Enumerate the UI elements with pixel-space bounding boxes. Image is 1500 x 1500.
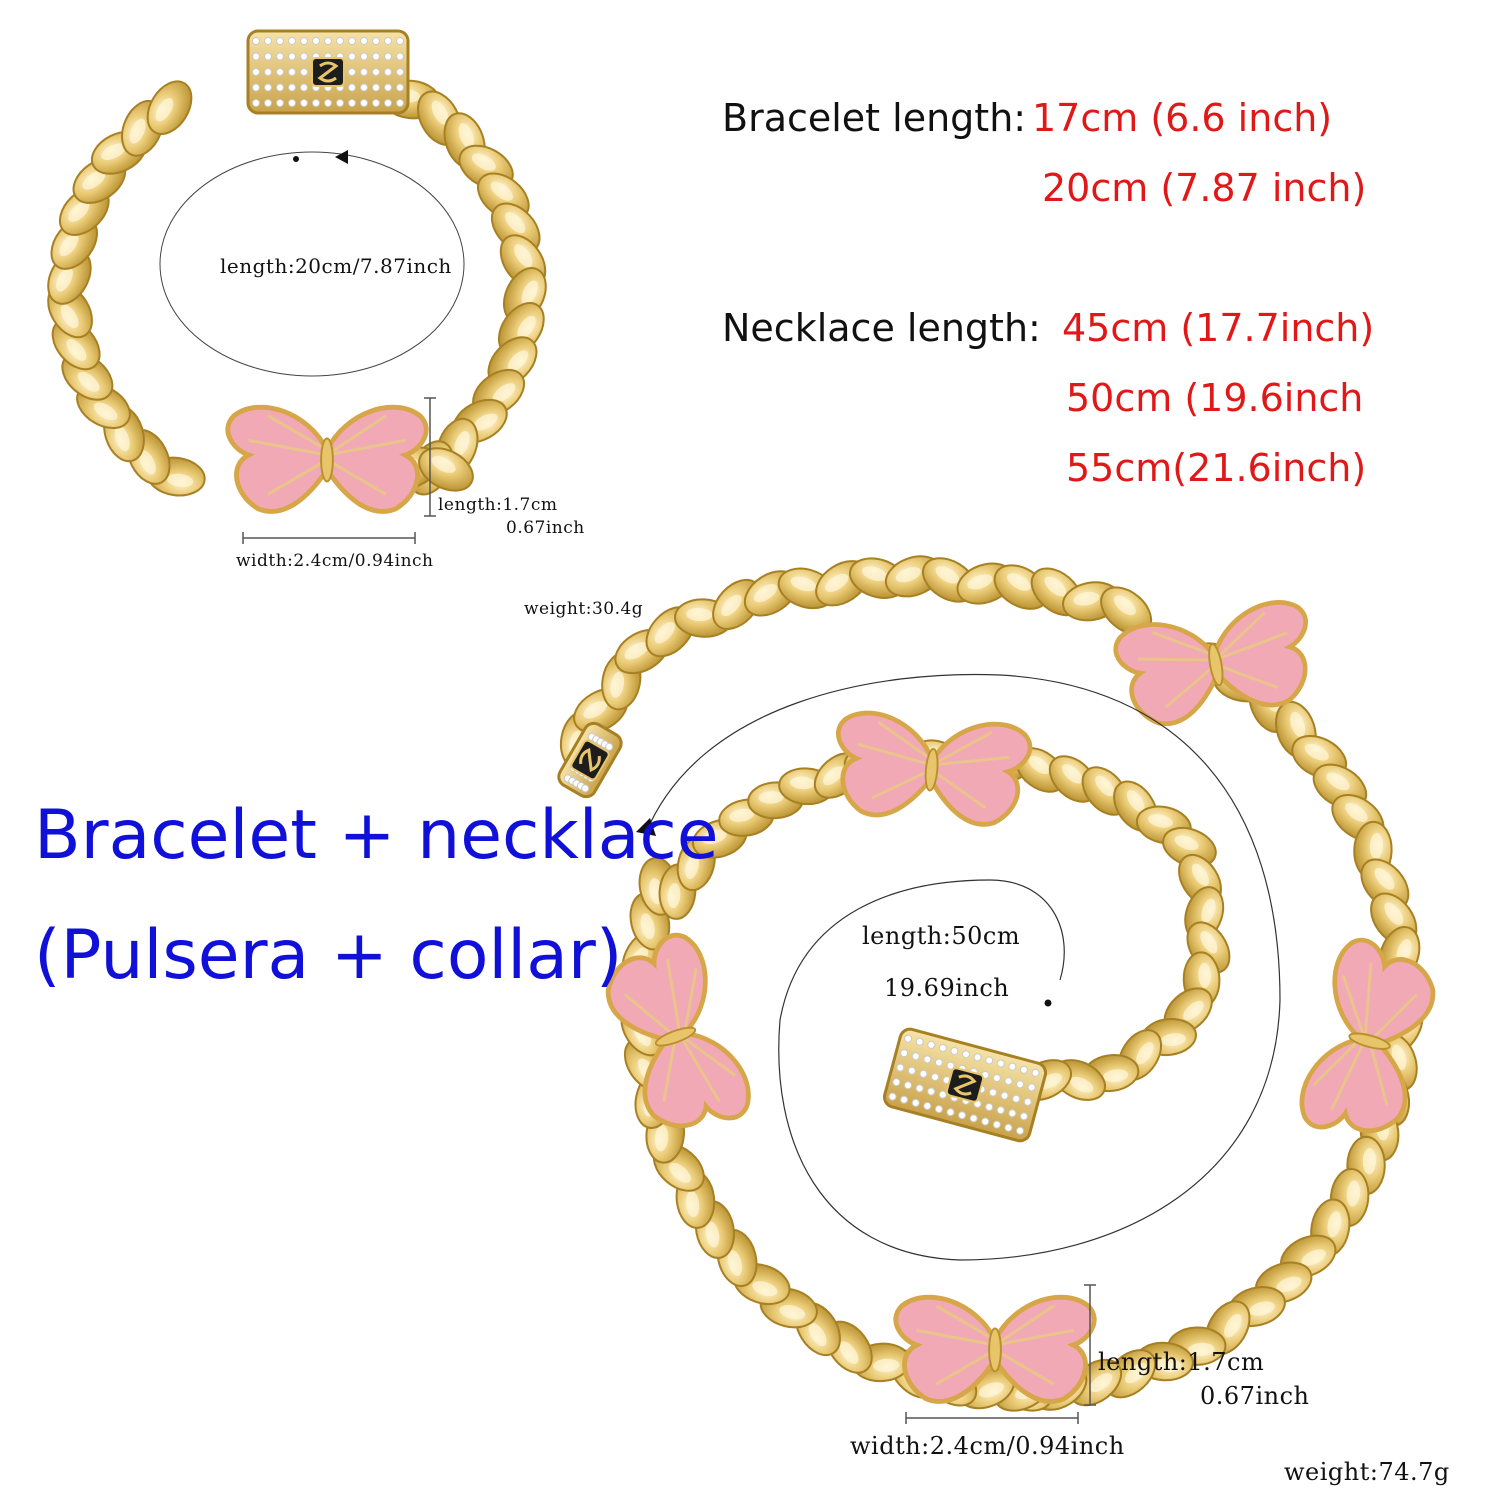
necklace-charm-length-in: 0.67inch: [1200, 1382, 1310, 1410]
bracelet-loop-arrow: [335, 150, 348, 164]
necklace-photo: [557, 555, 1443, 1412]
necklace-spiral-guide: [644, 673, 1281, 1261]
butterfly-charm: [228, 407, 426, 511]
bracelet-length-annotation: length:20cm/7.87inch: [220, 254, 452, 278]
bracelet-length-value-1: 17cm (6.6 inch): [1032, 96, 1333, 140]
bracelet-weight: weight:30.4g: [524, 599, 644, 619]
necklace-length-label: Necklace length:: [722, 306, 1041, 350]
measurement-guides: [159, 150, 1281, 1424]
bracelet-length-loop: [159, 151, 465, 377]
necklace-length-in: 19.69inch: [884, 974, 1010, 1002]
bracelet-length-value-2: 20cm (7.87 inch): [1042, 166, 1367, 210]
necklace-length-value-3: 55cm(21.6inch): [1066, 446, 1367, 490]
chain-link: [1100, 586, 1153, 636]
necklace-charm-width: width:2.4cm/0.94inch: [850, 1432, 1125, 1460]
butterfly-charm: [1295, 935, 1442, 1147]
chain-link: [146, 80, 193, 135]
necklace-height-guide: [1084, 1284, 1096, 1406]
bracelet-length-label: Bracelet length:: [722, 96, 1027, 140]
necklace-width-guide: [905, 1412, 1079, 1424]
clasp: [882, 1027, 1048, 1143]
necklace-weight: weight:74.7g: [1284, 1458, 1450, 1486]
butterfly-charm: [831, 710, 1031, 827]
necklace-spiral-end-dot: [1044, 999, 1052, 1007]
necklace-length-cm: length:50cm: [862, 922, 1021, 950]
necklace-spiral-arrow: [636, 818, 656, 836]
headline-line-1: Bracelet + necklace: [34, 796, 719, 875]
chain-link: [418, 447, 474, 492]
necklace-charm-length-cm: length:1.7cm: [1098, 1348, 1265, 1376]
bracelet-charm-length-cm: length:1.7cm: [438, 495, 558, 515]
clasp: [246, 29, 410, 115]
chain-link: [1162, 826, 1217, 868]
bracelet-photo: [47, 29, 547, 511]
headline-line-2: (Pulsera + collar): [34, 916, 623, 995]
necklace-length-value-2: 50cm (19.6inch: [1066, 376, 1364, 420]
clasp: [557, 721, 623, 799]
necklace-length-value-1: 45cm (17.7inch): [1062, 306, 1375, 350]
bracelet-height-guide: [424, 397, 436, 517]
bracelet-loop-start-dot: [293, 156, 299, 162]
bracelet-charm-width: width:2.4cm/0.94inch: [236, 551, 434, 571]
bracelet-charm-length-in: 0.67inch: [506, 518, 585, 538]
bracelet-width-guide: [242, 532, 416, 544]
